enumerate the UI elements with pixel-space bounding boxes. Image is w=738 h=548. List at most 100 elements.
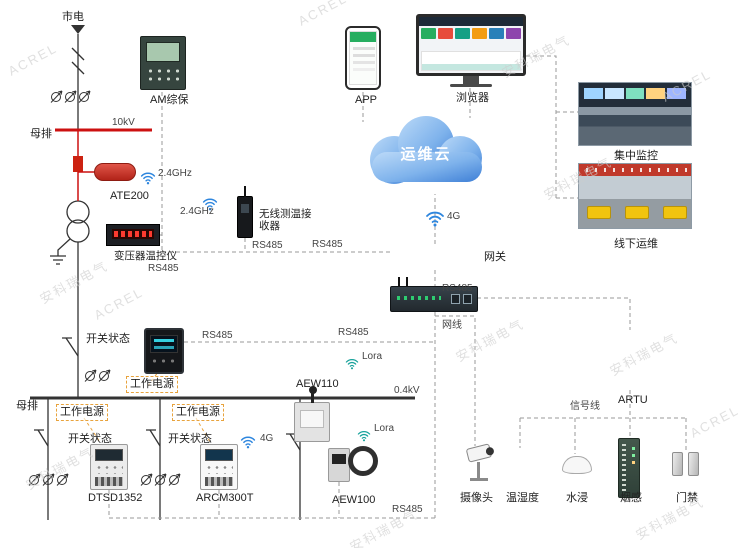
lora-icon-aew110 — [345, 358, 359, 370]
rs485-label: RS485 — [392, 504, 423, 515]
rs485-label: RS485 — [338, 327, 369, 338]
aew100-label: AEW100 — [332, 494, 376, 506]
ate200-device — [94, 163, 136, 181]
aew100-device — [328, 448, 350, 482]
switch-status-label: 开关状态 — [68, 433, 112, 445]
gateway-device — [390, 277, 478, 312]
rs485-label: RS485 — [148, 263, 179, 274]
water-leak-sensor — [562, 456, 592, 474]
rs485-label: RS485 — [442, 283, 473, 294]
rs485-label: RS485 — [312, 239, 343, 250]
monitoring-desk — [579, 107, 691, 115]
rs485-label: RS485 — [252, 240, 283, 251]
central-monitoring-photo — [578, 82, 692, 146]
am-relay-label: AM综保 — [150, 94, 189, 106]
lora-label: Lora — [374, 423, 395, 434]
rs485-label: RS485 — [202, 330, 233, 341]
ct-ring — [348, 446, 378, 476]
aew110-device — [294, 386, 330, 442]
camera-device — [462, 443, 496, 488]
working-power-label: 工作电源 — [56, 404, 108, 421]
arcm300t-meter-device — [200, 444, 238, 490]
gateway-antenna — [406, 277, 408, 287]
power-meter-device — [144, 328, 184, 374]
browser-label: 浏览器 — [456, 92, 489, 104]
cloud-graphic — [370, 116, 482, 184]
wireless-temp-receiver-label: 无线测温接收器 — [259, 208, 312, 233]
aew110-face — [300, 410, 324, 428]
connection-lines — [108, 55, 687, 519]
browser-monitor-mockup — [416, 14, 526, 87]
monitor-base — [450, 84, 492, 87]
net-cable-label: 网线 — [442, 320, 462, 331]
working-power-label: 工作电源 — [126, 376, 178, 393]
aew110-label: AEW110 — [296, 378, 339, 390]
wifi-icon-ate200 — [140, 172, 156, 186]
lora-label: Lora — [362, 351, 383, 362]
water-leak-label: 水浸 — [566, 492, 588, 504]
offline-ops-label: 线下运维 — [614, 238, 658, 250]
ops-banner — [579, 164, 691, 176]
smoke-label: 烟感 — [620, 492, 642, 504]
utility-power-label: 市电 — [62, 11, 84, 23]
arcm-screen — [205, 449, 233, 461]
phone-screen — [349, 31, 377, 85]
monitoring-screens — [579, 83, 691, 99]
wifi-24ghz-label: 2.4GHz — [158, 168, 192, 179]
app-label: APP — [355, 94, 378, 106]
lora-icon-aew100 — [357, 430, 371, 442]
camera-label: 摄像头 — [460, 492, 493, 504]
ate200-label: ATE200 — [110, 190, 149, 202]
dtsd-buttons — [95, 464, 123, 474]
arcm-terminals — [205, 477, 233, 486]
signal-line-label: 信号线 — [570, 401, 600, 412]
temp-humidity-label: 温湿度 — [506, 492, 539, 504]
arcm-buttons — [205, 464, 233, 474]
door-access-label: 门禁 — [676, 492, 698, 504]
cloud-label: 运维云 — [400, 146, 452, 163]
working-power-label: 工作电源 — [172, 404, 224, 421]
ops-vehicle — [625, 206, 649, 219]
camera-pole — [477, 462, 480, 478]
browser-screen-header — [419, 17, 523, 26]
camera-base — [470, 478, 488, 481]
aew100-screen — [332, 454, 346, 464]
wifi-icon-4g-arcm — [240, 436, 256, 450]
dtsd1352-label: DTSD1352 — [88, 492, 143, 504]
4g-label: 4G — [447, 211, 461, 222]
gateway-label: 网关 — [484, 251, 506, 263]
artu-label: ARTU — [618, 394, 648, 406]
camera-head — [465, 443, 493, 463]
app-phone-mockup — [345, 26, 381, 90]
transformer-temp-controller-label: 变压器温控仪 — [114, 250, 177, 262]
gateway-leds — [397, 296, 441, 300]
ops-vehicle — [663, 206, 687, 219]
offline-ops-photo — [578, 163, 692, 229]
gateway-ports — [451, 294, 472, 304]
door-access-device — [672, 452, 699, 476]
relay-buttons — [146, 67, 180, 83]
gateway-antenna — [398, 277, 400, 287]
busbar-label-bottom: 母排 — [16, 400, 38, 412]
power-meter-display — [150, 335, 178, 353]
transformer-temp-controller-device — [106, 224, 160, 246]
dashboard-tiles — [419, 26, 523, 41]
switch-status-label: 开关状态 — [168, 433, 212, 445]
browser-screen — [416, 14, 526, 76]
ops-vehicle — [587, 206, 611, 219]
wireless-temp-receiver-device — [237, 186, 253, 238]
wifi-24ghz-label: 2.4GHz — [180, 206, 214, 217]
dtsd-screen — [95, 449, 123, 461]
hv-busbar-red — [55, 128, 152, 201]
dtsd-terminals — [95, 477, 123, 486]
busbar-label-top: 母排 — [30, 128, 52, 140]
voltage-label-10kv: 10kV — [112, 117, 135, 128]
artu-device — [618, 438, 640, 498]
arcm300t-label: ARCM300T — [196, 492, 254, 504]
ttc-display — [112, 229, 154, 239]
power-meter-keys — [150, 357, 178, 366]
switch-status-label: 开关状态 — [86, 333, 130, 345]
voltage-label-04kv: 0.4kV — [394, 385, 420, 396]
